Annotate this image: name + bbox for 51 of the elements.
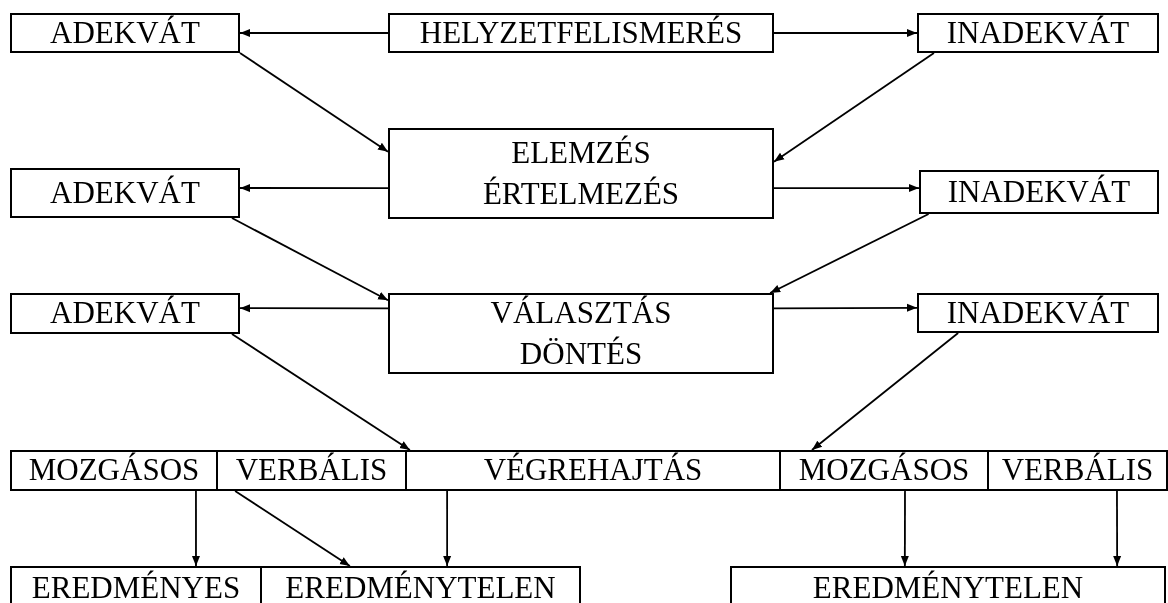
node-label: INADEKVÁT bbox=[947, 172, 1131, 211]
node-label: MOZGÁSOS bbox=[798, 451, 970, 490]
arrow bbox=[239, 304, 389, 313]
arrow bbox=[443, 490, 452, 567]
process-box bbox=[10, 13, 240, 53]
node-label: ADEKVÁT bbox=[50, 13, 200, 52]
node-label: VÁLASZTÁS DÖNTÉS bbox=[489, 294, 673, 373]
process-box bbox=[388, 13, 774, 53]
node-label: EREDMÉNYES bbox=[31, 569, 241, 603]
arrow bbox=[773, 52, 935, 163]
arrow bbox=[773, 303, 918, 312]
process-box bbox=[917, 293, 1159, 333]
process-box bbox=[730, 566, 1166, 603]
arrow bbox=[231, 333, 411, 451]
arrow bbox=[239, 184, 389, 192]
arrow bbox=[773, 184, 920, 193]
process-box bbox=[919, 170, 1159, 214]
process-box bbox=[10, 293, 240, 334]
process-box bbox=[10, 566, 262, 603]
node-label: MOZGÁSOS bbox=[28, 451, 200, 490]
node-label: VERBÁLIS bbox=[1001, 451, 1154, 490]
arrow bbox=[1113, 490, 1122, 567]
arrow bbox=[191, 490, 200, 567]
arrow bbox=[900, 490, 909, 567]
arrow bbox=[239, 29, 389, 37]
node-label: EREDMÉNYTELEN bbox=[285, 569, 556, 603]
process-box bbox=[10, 168, 240, 218]
process-box bbox=[216, 450, 407, 491]
arrow bbox=[811, 332, 960, 451]
process-box bbox=[405, 450, 781, 491]
node-label: EREDMÉNYTELEN bbox=[812, 569, 1084, 603]
process-box bbox=[917, 13, 1159, 53]
node-label: HELYZETFELISMERÉS bbox=[419, 13, 743, 52]
process-box bbox=[987, 450, 1168, 491]
process-box bbox=[10, 450, 218, 491]
node-label: INADEKVÁT bbox=[946, 293, 1130, 332]
node-label: ADEKVÁT bbox=[50, 294, 200, 333]
node-label: VERBÁLIS bbox=[235, 451, 388, 490]
arrow bbox=[769, 213, 930, 294]
node-label: VÉGREHAJTÁS bbox=[483, 451, 703, 490]
node-label: INADEKVÁT bbox=[946, 13, 1130, 52]
process-box bbox=[779, 450, 989, 491]
node-label: ADEKVÁT bbox=[50, 173, 200, 212]
arrow bbox=[234, 490, 351, 567]
arrow bbox=[773, 29, 918, 37]
process-box bbox=[388, 293, 774, 374]
process-box bbox=[260, 566, 581, 603]
arrow bbox=[239, 52, 389, 153]
arrow bbox=[231, 217, 389, 302]
process-box bbox=[388, 128, 774, 219]
node-label: ELEMZÉS ÉRTELMEZÉS bbox=[481, 134, 681, 213]
